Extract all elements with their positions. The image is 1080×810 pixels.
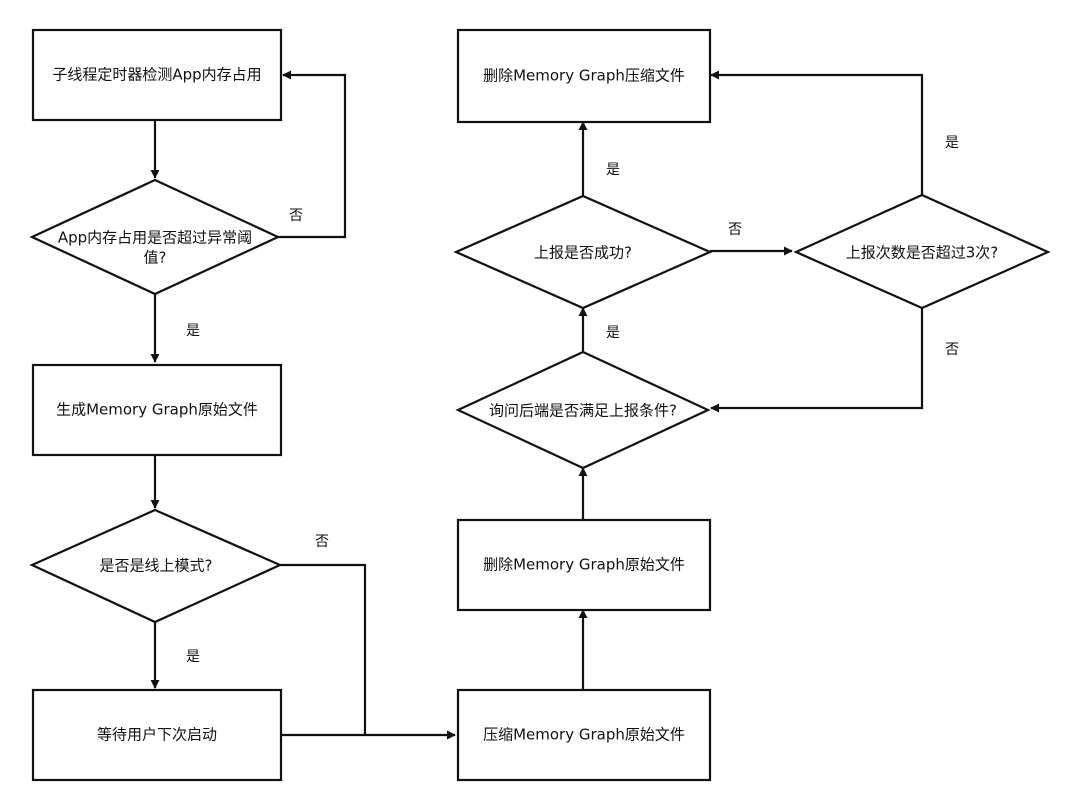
node-threshold-question-text-line2: 值? — [144, 249, 167, 267]
node-delete-compressed-text: 删除Memory Graph压缩文件 — [483, 67, 685, 85]
node-wait-restart-text: 等待用户下次启动 — [97, 726, 217, 744]
edge-retry-yes — [710, 70, 924, 195]
label-retry-no: 否 — [945, 342, 959, 358]
node-delete-raw-text: 删除Memory Graph原始文件 — [483, 556, 685, 574]
node-retry-question-text: 上报次数是否超过3次? — [846, 244, 999, 262]
node-compress-text: 压缩Memory Graph原始文件 — [483, 726, 685, 744]
edges — [150, 70, 924, 740]
node-upload-success-question: 上报是否成功? — [453, 194, 713, 310]
node-delete-raw: 删除Memory Graph原始文件 — [456, 518, 712, 612]
node-compress: 压缩Memory Graph原始文件 — [456, 688, 712, 782]
node-timer-check-text: 子线程定时器检测App内存占用 — [52, 66, 261, 84]
node-ask-backend-question: 询问后端是否满足上报条件? — [455, 350, 711, 470]
label-threshold-no: 否 — [289, 208, 303, 224]
node-wait-restart: 等待用户下次启动 — [31, 688, 283, 782]
edge-labels: 否 是 否 是 是 是 否 是 否 — [186, 135, 959, 665]
node-threshold-question: App内存占用是否超过异常阈 值? — [29, 178, 281, 296]
node-ask-backend-question-text: 询问后端是否满足上报条件? — [489, 402, 677, 420]
node-timer-check: 子线程定时器检测App内存占用 — [31, 28, 283, 122]
node-delete-compressed: 删除Memory Graph压缩文件 — [456, 28, 712, 124]
label-online-yes: 是 — [186, 649, 200, 665]
node-online-question-text: 是否是线上模式? — [100, 557, 213, 575]
node-upload-success-question-text: 上报是否成功? — [534, 244, 632, 262]
node-online-question: 是否是线上模式? — [29, 508, 283, 624]
label-success-no: 否 — [728, 222, 742, 238]
node-threshold-question-text-line1: App内存占用是否超过异常阈 — [58, 229, 252, 247]
label-threshold-yes: 是 — [186, 323, 200, 339]
node-generate-raw-text: 生成Memory Graph原始文件 — [56, 401, 258, 419]
label-ask-yes: 是 — [606, 325, 620, 341]
node-retry-question: 上报次数是否超过3次? — [793, 193, 1051, 310]
edge-retry-no — [710, 308, 924, 413]
label-success-yes: 是 — [606, 162, 620, 178]
label-online-no: 否 — [315, 534, 329, 550]
label-retry-yes: 是 — [945, 135, 959, 151]
edge-online-no — [280, 563, 367, 735]
edge-threshold-no-loop — [278, 70, 347, 239]
node-generate-raw: 生成Memory Graph原始文件 — [31, 363, 283, 457]
